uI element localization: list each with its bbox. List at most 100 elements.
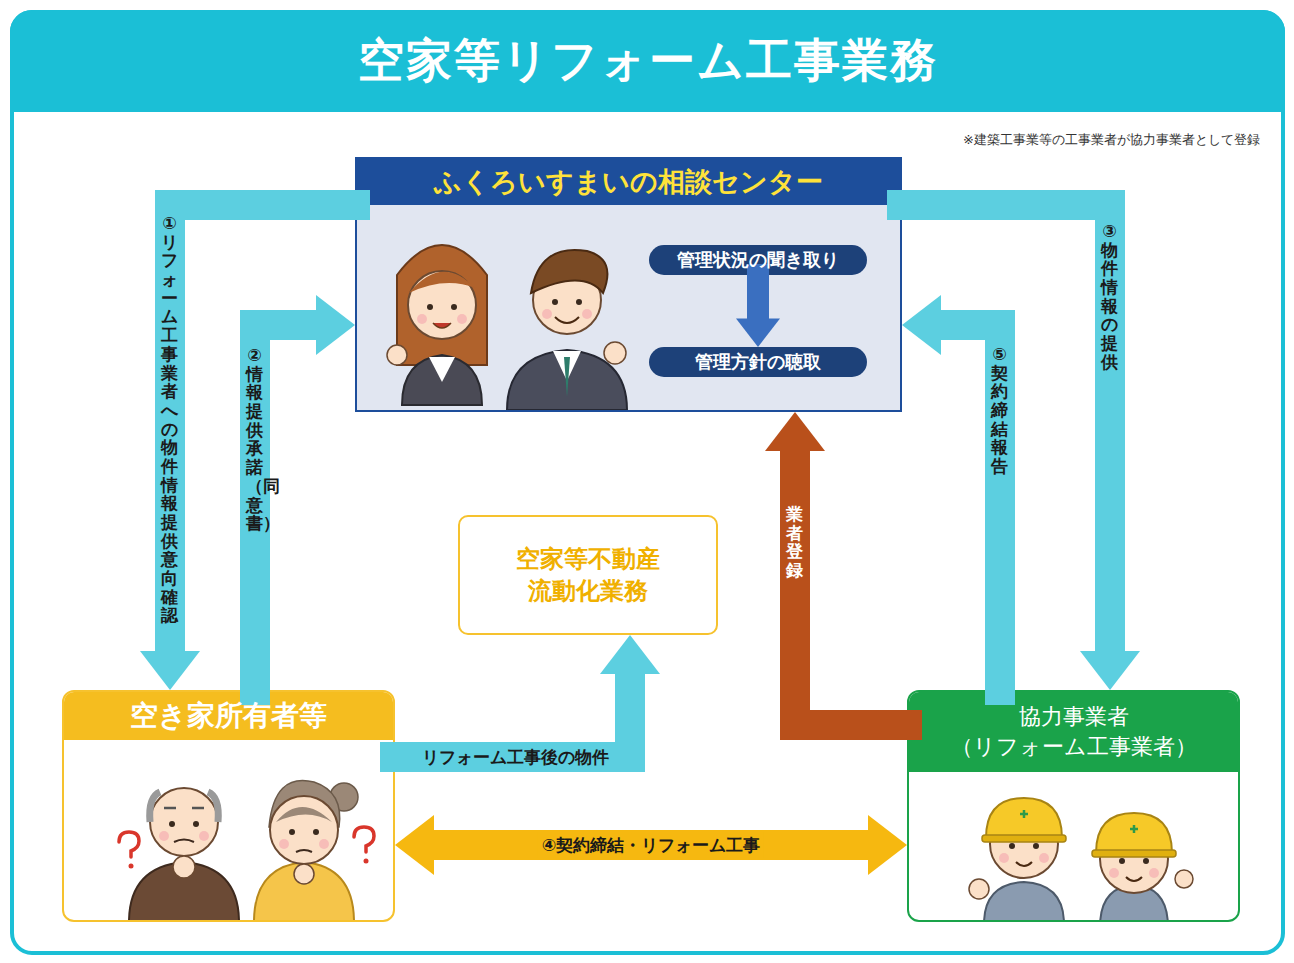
- title-band: 空家等リフォーム工事業務: [10, 10, 1285, 112]
- edge-label: リフォーム工事後の物件: [418, 745, 613, 770]
- circle-shape: [1033, 843, 1039, 849]
- circle-shape: [193, 821, 199, 827]
- connector-band: [433, 830, 869, 860]
- workers-illustration: [909, 774, 1238, 922]
- partner-title: 協力事業者 （リフォーム工事業者）: [946, 702, 1201, 761]
- path-shape: [296, 850, 312, 852]
- arrow-head: [765, 412, 825, 451]
- connector-band: [170, 205, 355, 652]
- rect-shape: [1092, 850, 1176, 857]
- question-mark: [119, 832, 139, 857]
- edge-label: ①リフォーム工事業者への物件情報提供意向確認: [161, 214, 178, 625]
- diagram-title: 空家等リフォーム工事業務: [358, 30, 938, 92]
- connector: [736, 275, 780, 347]
- helmet: [1096, 813, 1172, 853]
- arrow-head: [140, 651, 200, 690]
- circle-shape: [969, 879, 989, 899]
- circle-shape: [457, 314, 467, 324]
- circle-shape: [604, 342, 626, 364]
- step-pill: 管理状況の聞き取り: [649, 245, 867, 275]
- circle-shape: [169, 821, 175, 827]
- circle-shape: [1039, 853, 1049, 863]
- circle-shape: [576, 299, 582, 305]
- circle-shape: [319, 839, 329, 849]
- arrow-head: [395, 815, 434, 875]
- path-shape: [433, 323, 451, 328]
- arrow-head: [1080, 651, 1140, 690]
- connector: [902, 205, 1140, 690]
- path-shape: [1126, 877, 1142, 881]
- path-shape: [1130, 825, 1138, 833]
- staff-illustration: [367, 205, 647, 410]
- circle-shape: [582, 309, 592, 319]
- center-title: ふくろいすまいの相談センター: [434, 164, 823, 200]
- edge-label: ⑤契約締結報告: [991, 345, 1008, 476]
- edge-label: 業者登録: [786, 505, 803, 580]
- path-shape: [1020, 810, 1028, 818]
- arrow-head: [600, 635, 660, 674]
- owner-header: 空き家所有者等: [64, 692, 393, 740]
- circle-shape: [1119, 858, 1125, 864]
- path-shape: [254, 862, 354, 922]
- path-shape: [429, 357, 455, 382]
- circle-shape: [199, 831, 209, 841]
- path-shape: [276, 807, 332, 822]
- circle-shape: [150, 788, 218, 856]
- center-box: ふくろいすまいの相談センター管理状況の聞き取り管理方針の聴取: [355, 157, 902, 412]
- connector-band: [795, 450, 907, 725]
- circle-shape: [289, 829, 295, 835]
- owners-illustration: [64, 742, 393, 922]
- arrow-head: [868, 815, 907, 875]
- pill-text: 管理状況の聞き取り: [677, 248, 839, 272]
- circle-shape: [387, 345, 407, 365]
- circle-shape: [1109, 868, 1119, 878]
- path-shape: [555, 317, 579, 323]
- arrow-head: [736, 318, 780, 347]
- circle-shape: [159, 831, 169, 841]
- circle-shape: [270, 796, 338, 864]
- path-shape: [402, 355, 482, 405]
- question-mark-dot: [129, 864, 134, 869]
- edge-label: ②情報提供承諾（同意書）: [246, 346, 263, 533]
- arrow-head: [902, 295, 941, 355]
- path-shape: [531, 250, 607, 293]
- business-box: 空家等不動産 流動化業務: [458, 515, 718, 635]
- connector: [395, 635, 660, 757]
- circle-shape: [1009, 843, 1015, 849]
- owner-box: 空き家所有者等: [62, 690, 395, 922]
- circle-shape: [552, 299, 558, 305]
- path-shape: [984, 882, 1064, 922]
- path-shape: [164, 807, 204, 810]
- path-shape: [174, 840, 194, 843]
- circle-shape: [542, 309, 552, 319]
- edge-label: ③物件情報の提供: [1101, 222, 1118, 372]
- business-text: 空家等不動産 流動化業務: [504, 543, 672, 608]
- arrow-head: [316, 295, 355, 355]
- path-shape: [564, 357, 570, 397]
- connector: [765, 412, 907, 725]
- circle-shape: [1143, 858, 1149, 864]
- connector: [255, 295, 355, 690]
- path-shape: [150, 792, 219, 822]
- circle-shape: [1175, 870, 1193, 888]
- step-pill: 管理方針の聴取: [649, 347, 867, 377]
- circle-shape: [1149, 868, 1159, 878]
- path-shape: [397, 245, 487, 365]
- circle-shape: [451, 304, 457, 310]
- path-shape: [409, 272, 475, 293]
- circle-shape: [173, 856, 195, 878]
- owner-title: 空き家所有者等: [130, 697, 327, 735]
- note-label: ※建築工事業等の工事業者が協力事業者として登録: [963, 131, 1260, 149]
- rect-shape: [982, 835, 1066, 842]
- question-mark: [354, 827, 374, 852]
- circle-shape: [294, 864, 314, 884]
- connector: [902, 295, 1000, 690]
- connector-band: [747, 275, 769, 319]
- circle-shape: [279, 839, 289, 849]
- helmet: [986, 798, 1062, 838]
- circle-shape: [417, 314, 427, 324]
- edge-label: ④契約締結・リフォーム工事: [538, 833, 764, 858]
- pill-text: 管理方針の聴取: [695, 350, 821, 374]
- partner-header: 協力事業者 （リフォーム工事業者）: [909, 692, 1238, 772]
